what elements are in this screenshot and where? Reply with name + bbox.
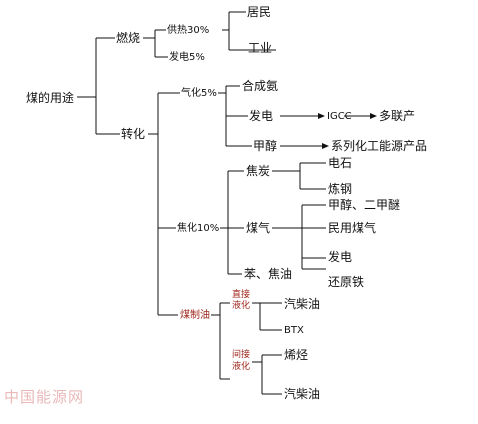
node-gasification-power: 发电 (249, 109, 274, 123)
node-calcium-carbide: 电石 (328, 156, 353, 170)
node-reduced-iron: 还原铁 (328, 275, 365, 289)
node-direct-liquefaction-line2: 液化 (232, 301, 251, 311)
node-indirect-liquefaction-line1: 间接 (232, 350, 251, 360)
node-methanol: 甲醇 (253, 139, 278, 153)
node-coking: 焦化10% (177, 223, 220, 234)
node-steelmaking: 炼钢 (328, 182, 353, 196)
node-methanol-dme: 甲醇、二甲醚 (328, 198, 401, 212)
root-node: 煤的用途 (26, 91, 75, 105)
node-domestic-gas: 民用煤气 (328, 221, 377, 235)
node-conversion: 转化 (121, 127, 146, 141)
node-polygeneration: 多联产 (379, 109, 416, 123)
node-olefins: 烯烃 (284, 348, 309, 362)
node-coal-gas-power: 发电 (328, 250, 353, 264)
node-indirect-gasoline-diesel: 汽柴油 (284, 387, 321, 401)
node-industrial: 工业 (248, 41, 273, 55)
node-direct-gasoline-diesel: 汽柴油 (284, 297, 321, 311)
node-coal-gas: 煤气 (246, 221, 271, 235)
node-btx: BTX (284, 325, 304, 336)
node-chemical-energy-products: 系列化工能源产品 (331, 139, 428, 153)
node-coke: 焦炭 (246, 164, 271, 178)
node-gasification: 气化5% (181, 88, 217, 99)
watermark: 中国能源网 (4, 388, 85, 406)
node-residential: 居民 (247, 5, 272, 19)
node-combustion: 燃烧 (116, 31, 141, 45)
node-synthetic-ammonia: 合成氨 (242, 79, 279, 93)
node-heat-supply: 供热30% (167, 25, 210, 36)
node-direct-liquefaction-line1: 直接 (232, 290, 251, 300)
node-power-generation-combustion: 发电5% (169, 52, 205, 63)
node-coal-to-oil: 煤制油 (180, 310, 210, 321)
node-igcc: IGCC (327, 111, 352, 122)
node-indirect-liquefaction-line2: 液化 (232, 362, 251, 372)
node-benzene-tar: 苯、焦油 (244, 267, 293, 281)
